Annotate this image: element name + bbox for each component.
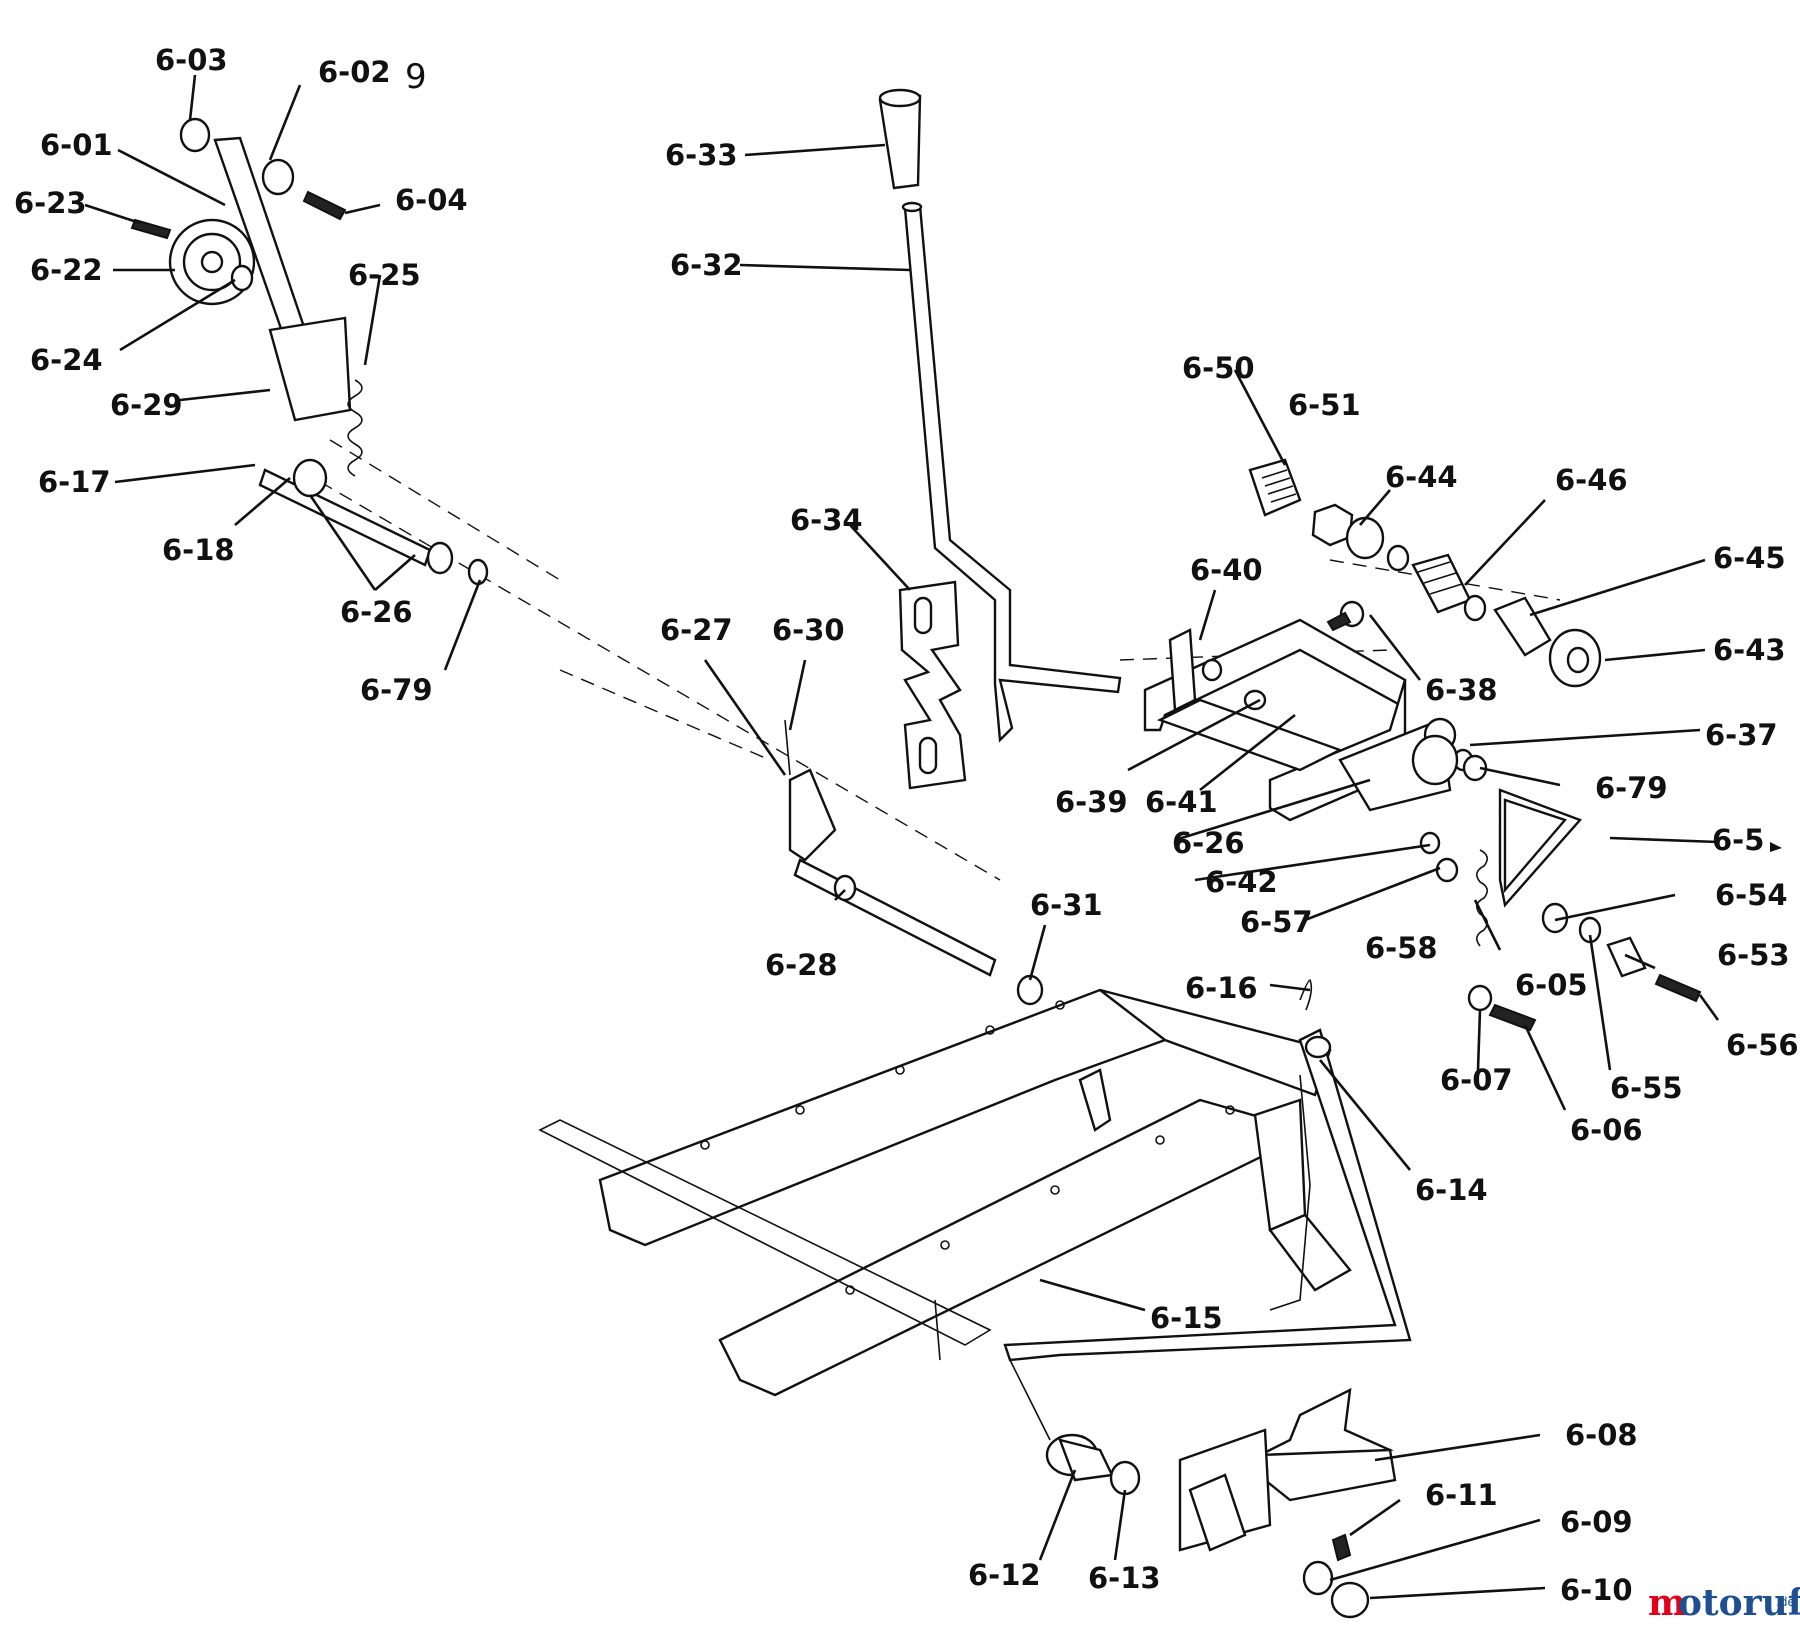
motoruf-logo: m otoruf .de [1648,1582,1800,1624]
label-6-34: 6-34 [790,503,863,537]
label-6-43: 6-43 [1713,633,1786,667]
label-6-13: 6-13 [1088,1561,1161,1595]
label-6-79-left: 6-79 [360,673,433,707]
page-number: 9 [405,57,427,97]
label-6-11: 6-11 [1425,1478,1498,1512]
label-6-41: 6-41 [1145,785,1218,819]
label-6-03: 6-03 [155,43,228,77]
label-6-12: 6-12 [968,1558,1041,1592]
logo-tld: .de [1776,1595,1795,1609]
small-arrow-icon [1770,842,1782,852]
pedal [934,1299,1397,1619]
label-6-10: 6-10 [1560,1573,1633,1607]
label-6-16: 6-16 [1185,971,1258,1005]
leader-lines [84,74,1720,1600]
label-6-32: 6-32 [670,248,743,282]
label-6-51: 6-51 [1288,388,1361,422]
bracket-assembly [1143,618,1474,822]
label-6-37: 6-37 [1705,718,1778,752]
label-6-05: 6-05 [1515,968,1588,1002]
shift-lever [878,88,1122,743]
label-6-39: 6-39 [1055,785,1128,819]
label-6-26-left: 6-26 [340,595,413,629]
label-6-56: 6-56 [1726,1028,1799,1062]
label-6-24: 6-24 [30,343,103,377]
logo-m: m [1648,1582,1686,1624]
label-6-14: 6-14 [1415,1173,1488,1207]
label-6-33: 6-33 [665,138,738,172]
label-6-54: 6-54 [1715,878,1788,912]
label-6-52-partial: 6-5 [1712,823,1764,857]
label-6-50: 6-50 [1182,351,1255,385]
label-6-25: 6-25 [348,258,421,292]
middle-shaft [784,719,1044,1006]
label-6-09: 6-09 [1560,1505,1633,1539]
label-6-31: 6-31 [1030,888,1103,922]
label-6-55: 6-55 [1610,1071,1683,1105]
label-6-42: 6-42 [1205,865,1278,899]
label-6-58: 6-58 [1365,931,1438,965]
part-labels: 6-03 6-02 9 6-01 6-23 6-04 6-22 6-25 6-2… [14,43,1799,1607]
label-6-57: 6-57 [1240,905,1313,939]
idler-arm-assembly [130,117,489,586]
label-6-53: 6-53 [1717,938,1790,972]
label-6-04: 6-04 [395,183,468,217]
label-6-26-right: 6-26 [1172,826,1245,860]
label-6-28: 6-28 [765,948,838,982]
drawing [130,88,1702,1619]
label-6-44: 6-44 [1385,460,1458,494]
label-6-46: 6-46 [1555,463,1628,497]
label-6-38: 6-38 [1425,673,1498,707]
frame [538,988,1352,1397]
label-6-27: 6-27 [660,613,733,647]
label-6-17: 6-17 [38,465,111,499]
label-6-15: 6-15 [1150,1301,1223,1335]
slotted-bracket [898,580,967,790]
label-6-06: 6-06 [1570,1113,1643,1147]
label-6-02: 6-02 [318,55,391,89]
label-6-01: 6-01 [40,128,113,162]
logo-otoruf: otoruf [1678,1582,1800,1624]
label-6-79-right: 6-79 [1595,771,1668,805]
label-6-30: 6-30 [772,613,845,647]
label-6-23: 6-23 [14,186,87,220]
label-6-08: 6-08 [1565,1418,1638,1452]
brake-rod [1003,979,1412,1362]
label-6-07: 6-07 [1440,1063,1513,1097]
adjuster-assembly [1248,458,1702,1032]
label-6-45: 6-45 [1713,541,1786,575]
label-6-40: 6-40 [1190,553,1263,587]
label-6-22: 6-22 [30,253,103,287]
label-6-18: 6-18 [162,533,235,567]
label-6-29: 6-29 [110,388,183,422]
